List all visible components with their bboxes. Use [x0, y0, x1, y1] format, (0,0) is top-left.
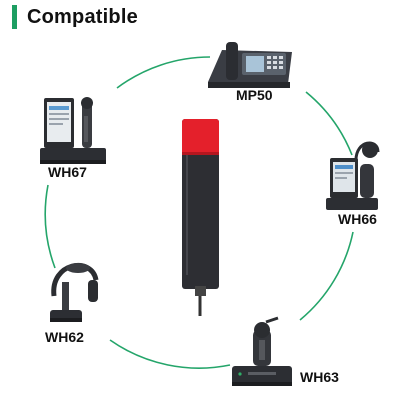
- device-label-wh66: WH66: [338, 211, 377, 227]
- section-header: Compatible: [12, 5, 138, 29]
- arc-segment: [299, 231, 354, 321]
- device-label-wh63: WH63: [300, 369, 339, 385]
- headset-base-with-screen-icon: [326, 141, 380, 210]
- headset-on-base-icon: [232, 316, 292, 386]
- header-accent-bar: [12, 5, 17, 29]
- headset-stand-icon: [50, 263, 99, 322]
- arc-segment: [305, 91, 353, 156]
- header-title: Compatible: [27, 5, 138, 28]
- display-base-with-headset-icon: [40, 97, 106, 164]
- device-label-wh62: WH62: [45, 329, 84, 345]
- desk-phone-icon: [208, 42, 292, 88]
- usb-dongle-icon: [182, 119, 219, 316]
- device-label-wh67: WH67: [48, 164, 87, 180]
- connection-circle: [44, 56, 354, 369]
- arc-segment: [109, 339, 231, 369]
- arc-segment: [116, 56, 211, 89]
- device-label-mp50: MP50: [236, 87, 273, 103]
- arc-segment: [44, 184, 56, 269]
